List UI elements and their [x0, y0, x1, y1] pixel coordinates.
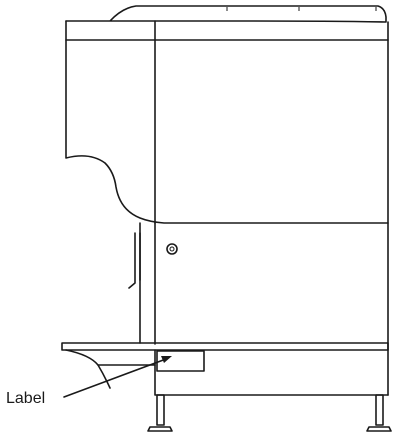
arrowhead-icon [161, 356, 172, 363]
upper-hopper [66, 21, 388, 223]
feet [148, 395, 391, 431]
lower-cabinet [140, 223, 388, 395]
top-lid [66, 6, 386, 22]
drip-tray [62, 343, 388, 395]
lock-icon [167, 244, 177, 254]
label-callout: Label [6, 356, 172, 407]
callout-label-text: Label [6, 390, 45, 407]
dispense-lever [129, 233, 140, 288]
